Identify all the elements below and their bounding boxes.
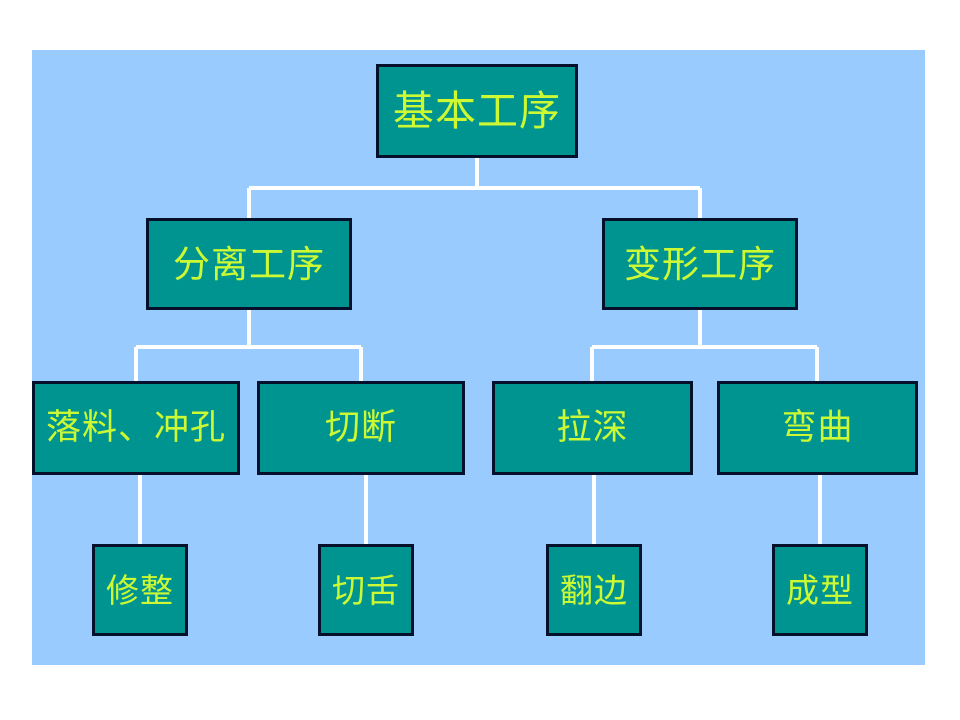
node-basic-process[interactable]: 基本工序 (376, 64, 578, 158)
node-lancing[interactable]: 切舌 (318, 544, 414, 636)
node-trimming[interactable]: 修整 (92, 544, 188, 636)
node-flanging[interactable]: 翻边 (546, 544, 642, 636)
node-cutting-off[interactable]: 切断 (257, 381, 465, 475)
node-bending[interactable]: 弯曲 (717, 381, 918, 475)
node-blanking-punching[interactable]: 落料、冲孔 (32, 381, 240, 475)
node-separation-process[interactable]: 分离工序 (146, 218, 352, 310)
node-deformation-process[interactable]: 变形工序 (602, 218, 798, 310)
node-deep-drawing[interactable]: 拉深 (492, 381, 693, 475)
node-forming[interactable]: 成型 (772, 544, 868, 636)
